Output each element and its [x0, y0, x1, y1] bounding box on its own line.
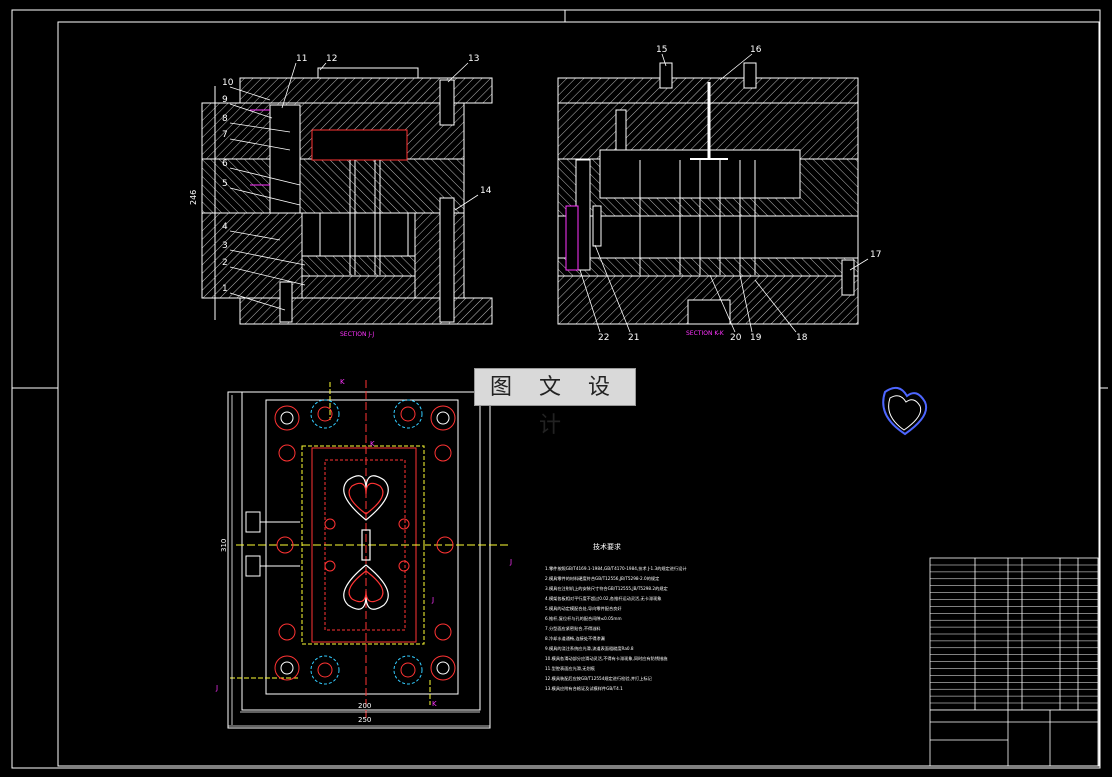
section-mark: K: [432, 700, 437, 708]
part-label: 6: [222, 159, 228, 169]
notes-title: 技术要求: [593, 542, 621, 551]
plan-cavities: [343, 475, 389, 610]
section-mark: J: [509, 558, 512, 566]
part-label: 22: [598, 333, 609, 343]
dim-plan-width-outer: 250: [358, 716, 371, 724]
section-k-label: SECTION K-K: [686, 330, 725, 337]
title-block: [929, 557, 1099, 767]
part-label: 20: [730, 333, 742, 343]
plan-dimensions: [228, 395, 490, 727]
technical-notes: 1.零件按照GB/T4169.1-1984,GB/T4170-1984,技术 J…: [545, 565, 687, 692]
cooling-connectors: [245, 511, 300, 577]
part-label: 12: [326, 54, 337, 64]
note-line: 8.冷却水道通畅,连接处不得渗漏: [545, 635, 605, 642]
watermark-stamp: 图 文 设 计: [474, 368, 636, 438]
section-mark: K: [340, 378, 345, 386]
note-line: 12.模具装配后应按GB/T12554规定进行检验,并打上标记: [545, 675, 653, 682]
leader-lines-right: [579, 53, 869, 333]
leader-lines-left: [229, 62, 479, 311]
note-line: 1.零件按照GB/T4169.1-1984,GB/T4170-1984,技术 J…: [545, 565, 687, 572]
part-label: 21: [628, 333, 639, 343]
section-j-label: SECTION J-J: [340, 331, 374, 338]
plan-holes: [274, 399, 456, 685]
note-line: 10.模具各滑动部分应滑动灵活,不得有卡滞现象,同时应有防锈措施: [545, 655, 668, 662]
part-preview-icon: [882, 386, 927, 436]
part-label: 8: [222, 114, 228, 124]
part-label: 3: [222, 241, 228, 251]
part-label: 14: [480, 186, 492, 196]
dim-plan-height: 310: [220, 539, 228, 552]
note-line: 13.模具应附有合格证及试模样件GB/T4.1: [545, 685, 623, 692]
part-labels-right: 15 16 17 22 21 20 19 18: [598, 45, 881, 343]
part-label: 15: [656, 45, 667, 55]
note-line: 9.模具的浇注系统应光滑,流道表面粗糙度Ra0.8: [545, 645, 634, 652]
note-line: 4.模架各板相对平行度不超过0.02,各推杆运动灵活,无卡滞现象: [545, 595, 661, 602]
bom-rows: [930, 564, 1098, 711]
section-mark: K: [370, 440, 375, 448]
note-line: 11.型腔表面应光滑,无划痕: [545, 665, 596, 672]
sheet-border: [11, 9, 1108, 769]
part-label: 4: [222, 222, 228, 232]
section-view-j: [201, 67, 493, 325]
part-label: 16: [750, 45, 762, 55]
part-label: 17: [870, 250, 881, 260]
note-line: 6.推杆,复位杆与孔的配合间隙≤0.05mm: [545, 615, 622, 622]
section-marks: K K J J J K: [215, 378, 512, 708]
part-label: 2: [222, 258, 228, 268]
section-mark: J: [431, 596, 434, 604]
dim-plan-width-inner: 200: [358, 702, 371, 710]
section-mark: J: [215, 684, 218, 692]
note-line: 2.模具零件的材料硬度符合GB/T12556,JB/T5298-2.0的规定: [545, 575, 659, 582]
section-view-k: [557, 62, 859, 325]
note-line: 7.分型面应紧密贴合,不得溢料: [545, 625, 601, 632]
part-label: 9: [222, 95, 228, 105]
part-label: 18: [796, 333, 808, 343]
dim-left-height: 246: [189, 190, 198, 205]
part-label: 5: [222, 179, 228, 189]
part-label: 1: [222, 284, 228, 294]
part-label: 19: [750, 333, 762, 343]
plan-view: [227, 380, 510, 729]
note-line: 3.模具在注射机上的安装尺寸符合GB/T12555,JB/T5298.2的规定: [545, 585, 668, 592]
part-label: 10: [222, 78, 234, 88]
part-label: 11: [296, 54, 307, 64]
part-label: 7: [222, 130, 228, 140]
note-line: 5.模具的动定模配合处,导向零件配合良好: [545, 605, 622, 612]
part-labels-left: 11 12 13 10 9 8 7 6 5 4 3 2 1 14: [222, 54, 492, 294]
part-label: 13: [468, 54, 479, 64]
